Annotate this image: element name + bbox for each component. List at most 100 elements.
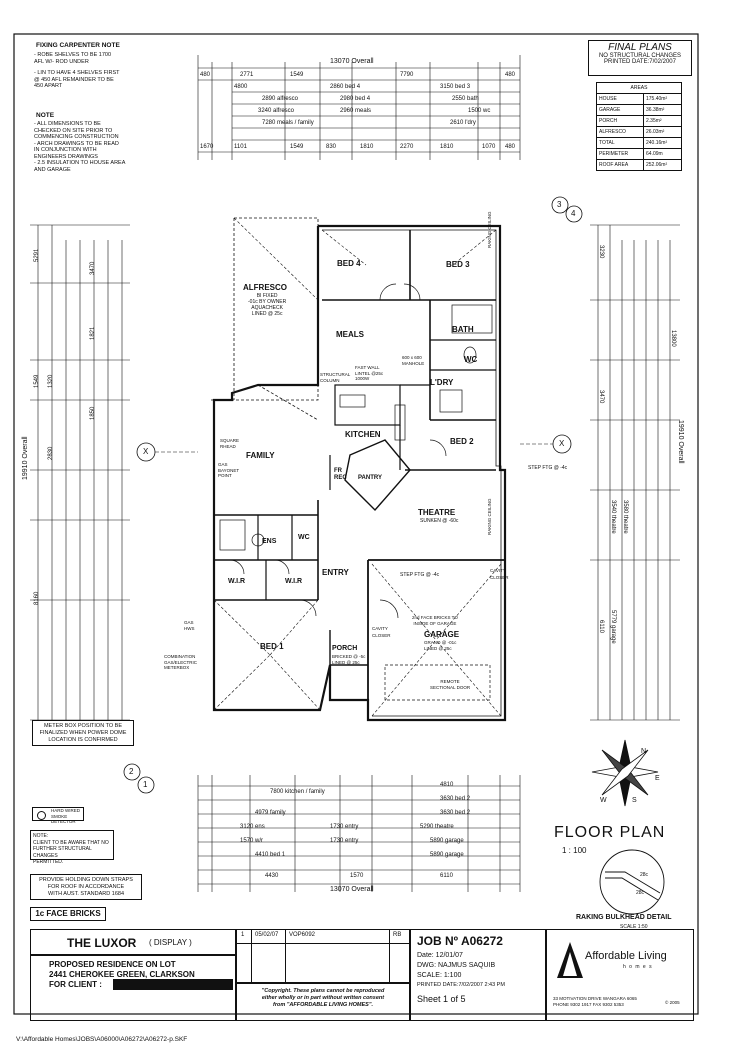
dim-text: 1730 entry xyxy=(330,838,359,844)
dim-text: 4430 xyxy=(265,873,279,879)
dim-text: 1070 xyxy=(482,144,496,150)
dim-text: 3540 theatre xyxy=(610,500,616,534)
room-porch: PORCH xyxy=(332,645,358,652)
note-line: FINALIZED WHEN POWER DOME xyxy=(39,730,127,736)
note-line: LINED @ 25c xyxy=(251,311,283,317)
dim-text: 7800 kitchen / family xyxy=(270,789,325,795)
dim-text: 480 xyxy=(505,72,516,78)
sheet-number: Sheet 1 of 5 xyxy=(417,994,466,1004)
dim-text: 8160 xyxy=(34,591,40,605)
revision-desc: VOP6092 xyxy=(289,932,316,938)
note-line: CLIENT TO BE AWARE THAT NO xyxy=(33,839,109,846)
right-overall-dim: 19910 Overall xyxy=(677,420,684,464)
garage-notes: GRANO @ -01c LINED @ 25c xyxy=(424,640,456,651)
note-body: - ALL DIMENSIONS TO BE CHECKED ON SITE P… xyxy=(34,121,164,173)
garage-door-note: REMOTE SECTIONAL DOOR xyxy=(430,679,470,690)
company-logo-icon xyxy=(557,942,583,978)
dim-text: 2860 bed 4 xyxy=(330,84,361,90)
fixing-line: AFL W/- ROD UNDER xyxy=(34,58,89,65)
dim-text: 1500 wc xyxy=(468,108,491,114)
area-value: 252.06m² xyxy=(643,159,682,171)
area-label: PORCH xyxy=(596,115,644,127)
area-label: ROOF AREA xyxy=(596,159,644,171)
note-line: LINED @ 25c xyxy=(332,659,360,665)
note-line: INSIDE OF GARAGE xyxy=(413,620,457,626)
dim-text: 1320 xyxy=(48,374,54,388)
area-label: HOUSE xyxy=(596,93,644,105)
room-family: FAMILY xyxy=(246,451,275,460)
area-label: GARAGE xyxy=(596,104,644,116)
company-logo-cell: Affordable Living h o m e s 33 MOTIVATIO… xyxy=(546,929,694,1021)
meter-box-note: METER BOX POSITION TO BE FINALIZED WHEN … xyxy=(32,720,134,746)
area-value: 175.40m² xyxy=(643,93,682,105)
dim-text: 3120 ens xyxy=(240,824,265,830)
dim-text: 1570 w/r xyxy=(240,838,264,844)
note-line: PROVIDE HOLDING DOWN STRAPS xyxy=(39,877,133,883)
final-plans-subtitle: NO STRUCTURAL CHANGES xyxy=(598,53,682,59)
step-ftg-note-2: STEP FTG @ -4c xyxy=(400,572,440,578)
note-line: AQUACHECK xyxy=(251,305,283,311)
cavity-closer-note-2: CAVITY CLOSER xyxy=(372,626,391,638)
compass-s: S xyxy=(632,797,637,804)
client-label: FOR CLIENT : xyxy=(49,980,102,989)
room-bath: BATH xyxy=(452,325,474,334)
note-line: COLUMN xyxy=(320,377,340,383)
compass-w: W xyxy=(600,797,607,804)
address-line: 2441 CHEROKEE GREEN, CLARKSON xyxy=(49,970,195,979)
room-theatre: THEATRE xyxy=(418,508,456,517)
area-value: 64.09m xyxy=(643,148,682,160)
alfresco-notes: BI FIXED -01c BY OWNER AQUACHECK LINED @… xyxy=(248,293,286,317)
note-line: FOR ROOF IN ACCORDANCE xyxy=(47,884,125,890)
table-divider xyxy=(251,930,252,984)
gas-bayonet-note: GAS BAYONET POINT xyxy=(218,462,239,479)
note-line: METERBOX xyxy=(164,665,190,670)
note-line: - ARCH DRAWINGS TO BE READ xyxy=(34,140,119,147)
dim-text: 1670 xyxy=(200,144,214,150)
bulkhead-dim: 28c xyxy=(640,872,649,878)
dim-text: 7790 xyxy=(400,72,414,78)
area-value: 240.16m² xyxy=(643,137,682,149)
dim-text: 4800 xyxy=(234,84,248,90)
manhole-note: 600 x 600 MANHOLE xyxy=(402,355,424,366)
right-dimension-lines xyxy=(590,224,680,721)
copyright-note: "Copyright. These plans cannot be reprod… xyxy=(236,983,410,1021)
top-dimension-lines xyxy=(197,55,521,160)
note-line: LOCATION IS CONFIRMED xyxy=(48,737,118,743)
bulkhead-dim: 28c xyxy=(636,890,645,896)
floor-plan-scale: 1 : 100 xyxy=(562,846,587,855)
company-sub: h o m e s xyxy=(623,964,653,970)
dim-text: 2771 xyxy=(240,72,254,78)
note-line: POINT xyxy=(218,473,232,478)
note-line: "Copyright. These plans cannot be reprod… xyxy=(261,988,385,994)
note-line: 1000W xyxy=(355,376,370,381)
dim-text: 2960 meals xyxy=(340,108,372,114)
face-bricks-note: 1c FACE BRICKS xyxy=(30,907,106,921)
job-scale: SCALE: 1:100 xyxy=(417,972,462,979)
dim-text: 1850 xyxy=(90,406,96,420)
note-line: - 2.5 INSULATION TO HOUSE AREA xyxy=(34,160,126,166)
room-wir1: W.I.R xyxy=(228,578,246,585)
note-line: COMBINATION xyxy=(164,654,196,659)
room-wc2: WC xyxy=(298,534,310,541)
section-marker-4: 4 xyxy=(571,209,576,218)
dim-text: 5290 theatre xyxy=(420,824,454,830)
fixing-note-body: - ROBE SHELVES TO BE 1700 AFL W/- ROD UN… xyxy=(34,52,154,90)
room-wc: WC xyxy=(464,355,478,364)
room-kitchen: KITCHEN xyxy=(345,430,381,439)
note-line: 600 x 600 xyxy=(402,355,422,360)
dim-text: 1730 entry xyxy=(330,824,359,830)
compass-n: N xyxy=(641,748,647,755)
section-marker-3: 3 xyxy=(557,200,562,209)
note-line: FAST WALL xyxy=(355,365,380,370)
smoke-detector-legend: HARD WIRED SMOKE DETECTOR xyxy=(32,807,84,824)
dim-text: 480 xyxy=(505,144,516,150)
room-bed1: BED 1 xyxy=(260,642,284,651)
room-bed2: BED 2 xyxy=(450,437,474,446)
dim-text: 480 xyxy=(200,72,211,78)
note-line: COMMENCING CONSTRUCTION xyxy=(34,134,119,140)
revision-number: 1 xyxy=(241,932,245,938)
